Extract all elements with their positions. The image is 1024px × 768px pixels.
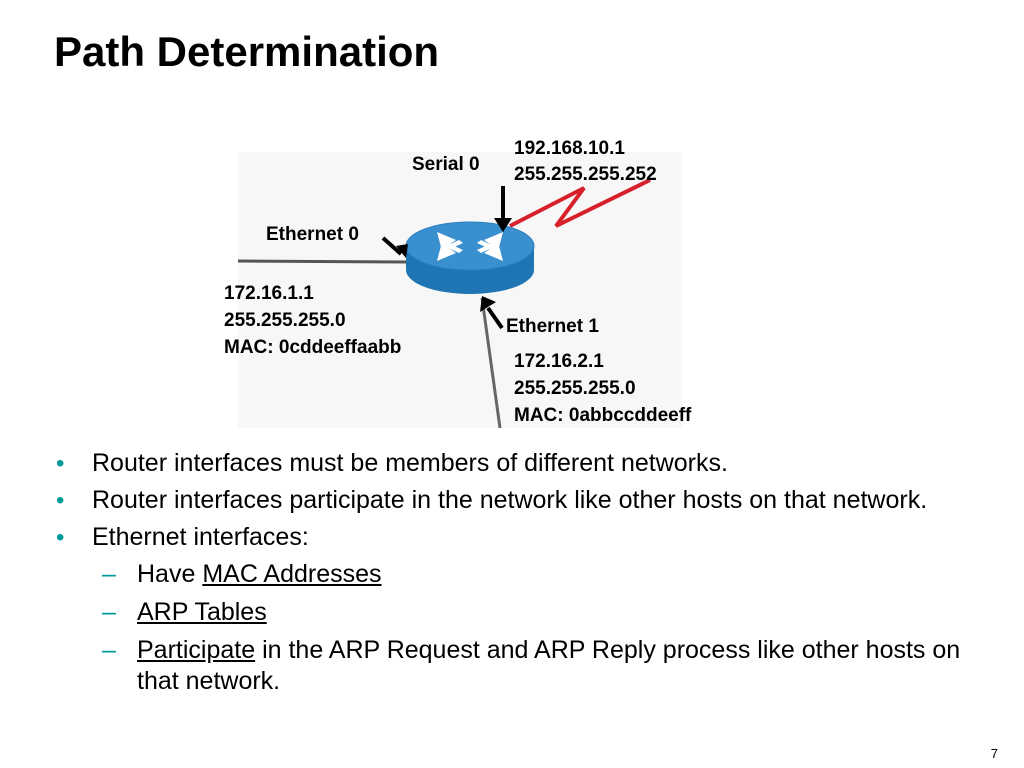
bullet-marker: • — [56, 524, 65, 551]
sub-bullet-marker: – — [102, 636, 116, 664]
sub-bullet-marker: – — [102, 598, 116, 626]
sub-bullet-item: – Participate in the ARP Request and ARP… — [92, 635, 994, 697]
ethernet0-pointer-arrow — [381, 236, 408, 258]
ethernet1-mask: 255.255.255.0 — [514, 378, 636, 399]
serial-link — [509, 178, 651, 228]
mac-addresses-link[interactable]: MAC Addresses — [202, 560, 382, 588]
ethernet1-ip: 172.16.2.1 — [514, 351, 604, 372]
bullet-item: • Ethernet interfaces: – Have MAC Addres… — [54, 522, 994, 697]
participate-link[interactable]: Participate — [137, 636, 256, 664]
ethernet0-mask: 255.255.255.0 — [224, 310, 346, 331]
sub-bullet-list: – Have MAC Addresses – ARP Tables – Part… — [92, 559, 994, 697]
sub-bullet-item: – ARP Tables — [92, 597, 994, 628]
arp-tables-link[interactable]: ARP Tables — [137, 598, 267, 626]
serial0-mask: 255.255.255.252 — [514, 164, 657, 185]
sub-bullet-text: in the ARP Request and ARP Reply process… — [137, 636, 961, 695]
bullet-item: • Router interfaces must be members of d… — [54, 448, 994, 479]
bullet-marker: • — [56, 450, 65, 477]
ethernet0-mac: MAC: 0cddeeffaabb — [224, 337, 402, 358]
bullet-item: • Router interfaces participate in the n… — [54, 485, 994, 516]
ethernet1-link — [480, 297, 502, 429]
sub-bullet-item: – Have MAC Addresses — [92, 559, 994, 590]
bullet-text: Router interfaces participate in the net… — [92, 486, 928, 514]
ethernet0-link — [237, 259, 407, 264]
bullet-marker: • — [56, 487, 65, 514]
router-icon — [405, 221, 535, 294]
slide-title: Path Determination — [54, 28, 440, 75]
sub-bullet-marker: – — [102, 560, 116, 588]
ethernet1-mac: MAC: 0abbccddeeff — [514, 405, 692, 426]
page-number: 7 — [990, 746, 998, 761]
serial0-label: Serial 0 — [412, 154, 480, 175]
bullet-text: Ethernet interfaces: — [92, 523, 309, 551]
bullet-list: • Router interfaces must be members of d… — [54, 448, 994, 704]
ethernet0-ip: 172.16.1.1 — [224, 283, 314, 304]
serial0-ip: 192.168.10.1 — [514, 138, 625, 159]
bullet-text: Router interfaces must be members of dif… — [92, 449, 728, 477]
ethernet1-pointer-arrow — [480, 296, 504, 330]
ethernet1-label: Ethernet 1 — [506, 316, 599, 337]
serial0-pointer-arrow — [494, 186, 512, 232]
sub-bullet-text: Have — [137, 560, 203, 588]
ethernet0-label: Ethernet 0 — [266, 224, 359, 245]
